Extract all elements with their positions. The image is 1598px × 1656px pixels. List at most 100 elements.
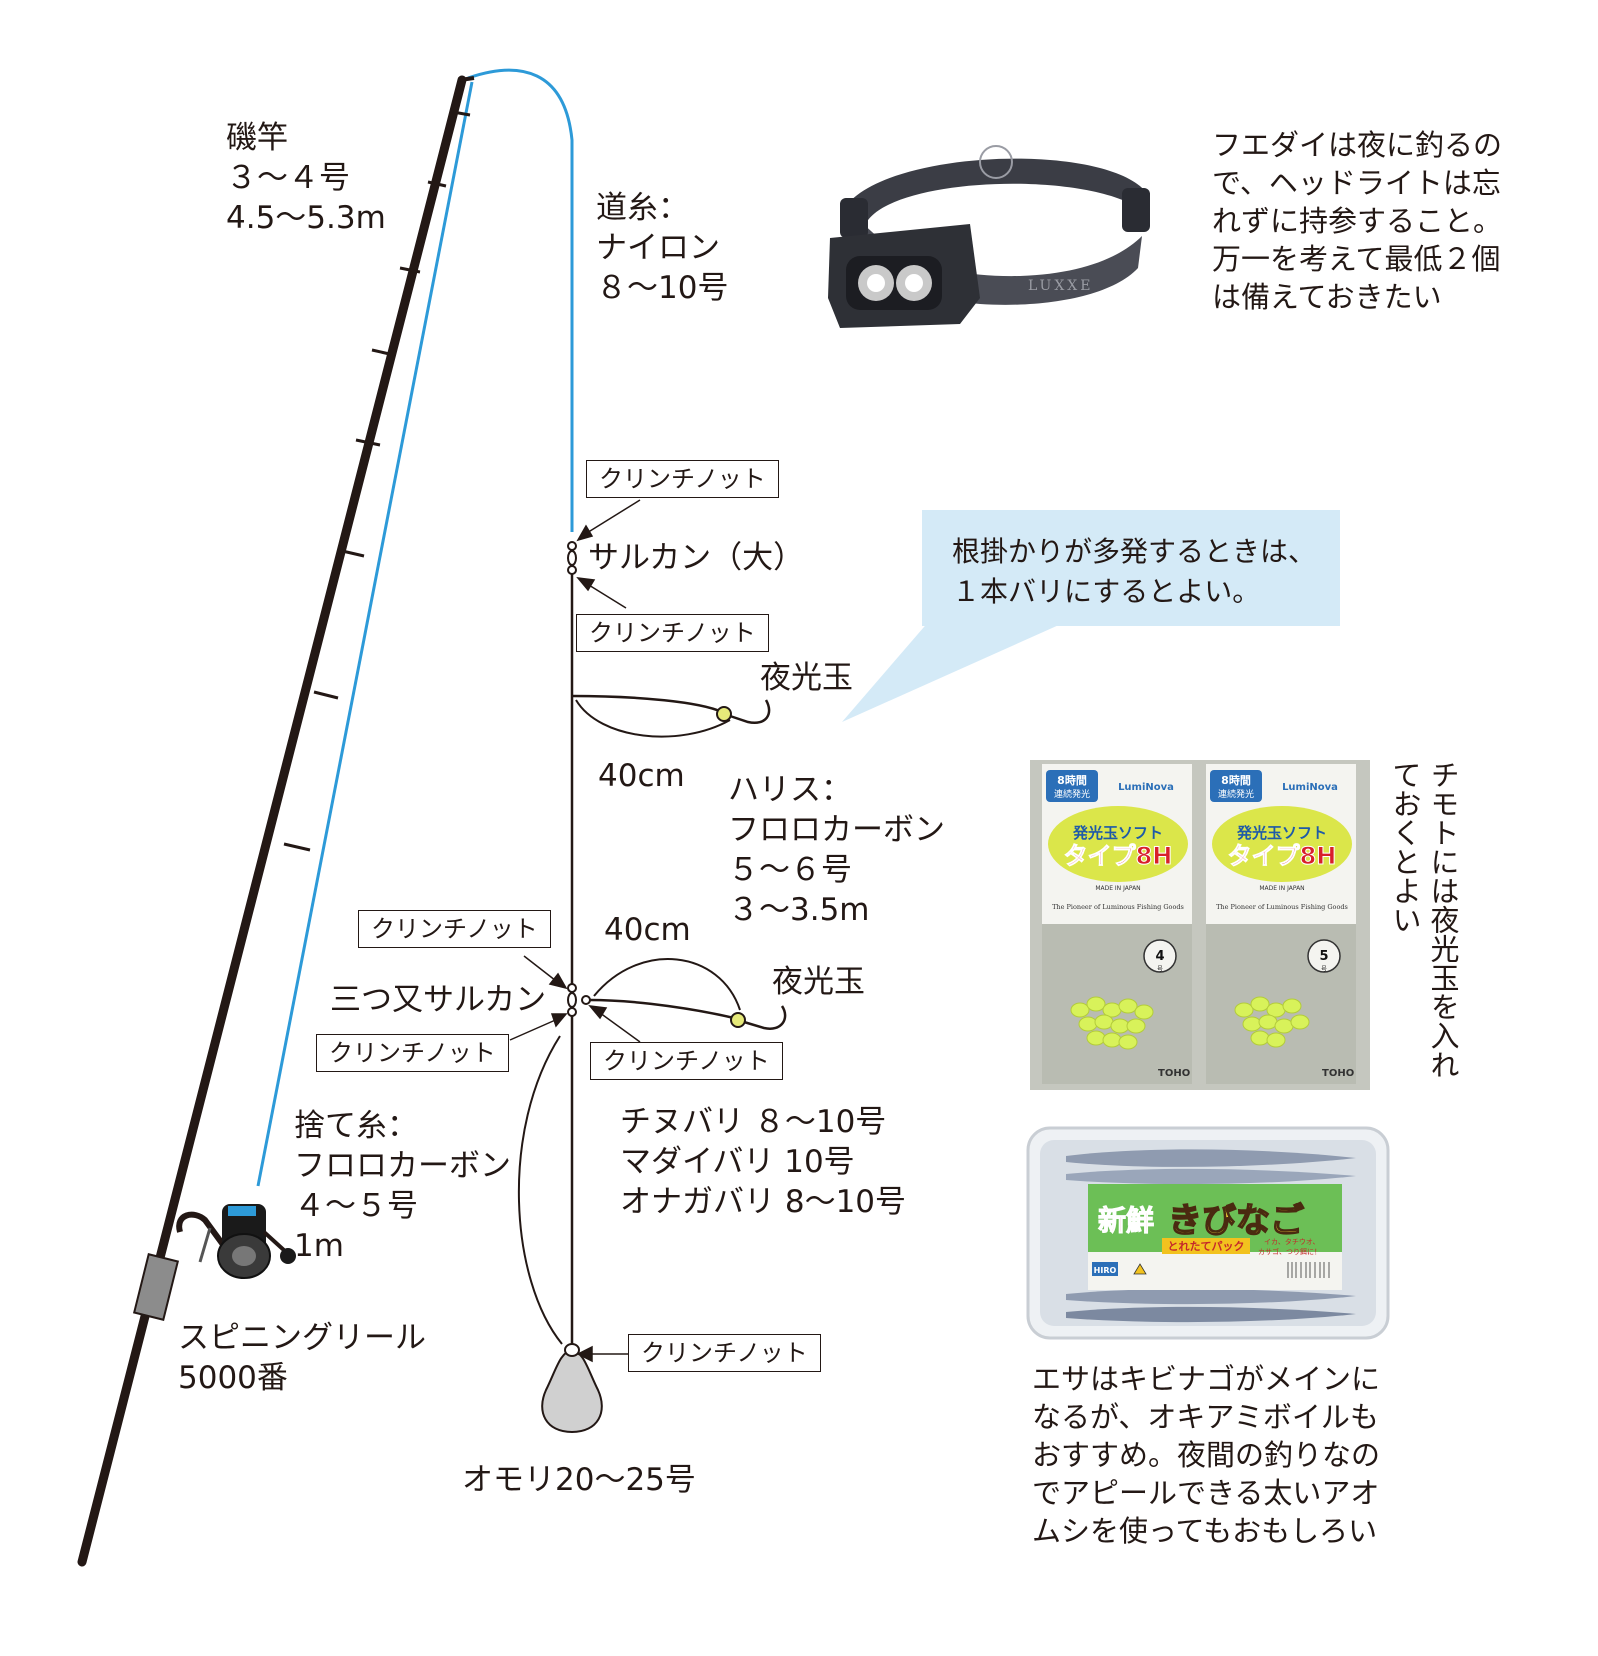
svg-text:TOHO: TOHO — [1158, 1068, 1190, 1079]
rod-label: 磯竿 ３〜４号 4.5〜5.3m — [226, 118, 386, 238]
sinker-icon — [541, 1348, 603, 1434]
svg-text:8時間: 8時間 — [1057, 773, 1087, 787]
sinker-label: オモリ20〜25号 — [462, 1462, 696, 1498]
svg-text:TOHO: TOHO — [1322, 1068, 1354, 1079]
spinning-reel-icon — [176, 1204, 296, 1279]
tip-bubble: 根掛かりが多発するときは、 １本バリにするとよい。 — [922, 510, 1340, 626]
leader-title: ハリス： — [728, 772, 852, 808]
sinker-line-label: 捨て糸： フロロカーボン ４〜５号 1m — [294, 1106, 511, 1266]
svg-text:MADE IN JAPAN: MADE IN JAPAN — [1095, 885, 1140, 892]
svg-text:5: 5 — [1319, 949, 1328, 964]
sinker-line-size: ４〜５号 — [294, 1188, 418, 1224]
glow-bead-upper-icon — [716, 706, 732, 722]
knot-label-4: クリンチノット — [316, 1034, 509, 1072]
bait-note-line-5: ムシを使ってもおもしろい — [1032, 1514, 1378, 1548]
bead-note-line-2: ておくとよい — [1388, 760, 1422, 934]
svg-text:号: 号 — [1321, 966, 1327, 973]
bait-note-line-3: おすすめ。夜間の釣りなの — [1032, 1438, 1381, 1472]
svg-text:The Pioneer of Luminous Fishin: The Pioneer of Luminous Fishing Goods — [1052, 903, 1184, 911]
branch-length-lower: 40cm — [604, 912, 691, 948]
hook-upper-icon — [729, 699, 771, 725]
swivel-large-icon — [567, 541, 577, 575]
svg-text:きびなご: きびなご — [1168, 1201, 1304, 1241]
knot-arrows — [509, 499, 641, 1363]
mainline-material: ナイロン — [596, 230, 720, 266]
headlamp-brand: LUXXE — [1028, 278, 1093, 294]
bubble-tail — [842, 620, 1070, 722]
rod-length: 4.5〜5.3m — [226, 200, 386, 236]
headlight-note-line-1: フエダイは夜に釣るの — [1212, 128, 1503, 162]
headlight-note-line-5: は備えておきたい — [1212, 280, 1442, 314]
triple-swivel-label: 三つ又サルカン — [330, 982, 547, 1018]
bubble-line-2: １本バリにするとよい。 — [952, 575, 1261, 608]
rod-tip — [459, 76, 475, 82]
knot-label-5: クリンチノット — [590, 1042, 783, 1080]
reel-size: 5000番 — [178, 1360, 288, 1396]
fish-rows — [1066, 1149, 1356, 1323]
sinker-line-length: 1m — [294, 1228, 344, 1264]
svg-text:タイプ8H: タイプ8H — [1064, 842, 1173, 870]
upper-branch-line — [571, 694, 723, 714]
knot-label-2: クリンチノット — [576, 614, 769, 652]
bait-note-line-2: なるが、オキアミボイルも — [1032, 1400, 1379, 1434]
mainline-title: 道糸： — [596, 190, 689, 226]
svg-text:とれたてパック: とれたてパック — [1168, 1240, 1245, 1253]
hooks-label: チヌバリ ８〜10号 マダイバリ 10号 オナガバリ 8〜10号 — [620, 1102, 906, 1222]
leader-label: ハリス： フロロカーボン ５〜６号 ３〜3.5m — [728, 770, 945, 930]
lower-branch-line — [589, 998, 735, 1020]
rod-size: ３〜４号 — [226, 160, 350, 196]
svg-text:新鮮: 新鮮 — [1098, 1204, 1154, 1237]
swivel-large-label: サルカン（大） — [588, 540, 805, 576]
svg-text:発光玉ソフト: 発光玉ソフト — [1072, 824, 1163, 842]
rod-name: 磯竿 — [226, 120, 288, 156]
hook-item-1: チヌバリ ８〜10号 — [620, 1104, 887, 1140]
line-along-rod — [256, 81, 474, 1187]
sinker-line-arc — [517, 1035, 563, 1345]
bait-note-line-4: でアピールできる太いアオ — [1032, 1476, 1380, 1510]
reel-name: スピニングリール — [178, 1320, 426, 1356]
glow-bead-lower-icon — [730, 1012, 746, 1028]
svg-text:イカ、タチウオ、: イカ、タチウオ、 — [1264, 1237, 1319, 1246]
headlight-note-line-2: で、ヘッドライトは忘 — [1212, 166, 1501, 200]
main-line — [467, 68, 574, 532]
svg-text:4: 4 — [1155, 949, 1164, 964]
branch-length-upper: 40cm — [598, 758, 685, 794]
glow-bead-lower-label: 夜光玉 — [772, 964, 865, 1000]
svg-text:カサゴ、つり餌に！: カサゴ、つり餌に！ — [1258, 1247, 1321, 1256]
lower-branch-arc — [593, 958, 741, 1011]
headlamp-photo: LUXXE — [828, 145, 1150, 328]
bead-note-line-1: チモトには夜光玉を入れ — [1426, 760, 1460, 1079]
headlight-note: フエダイは夜に釣るの で、ヘッドライトは忘 れずに持参すること。 万一を考えて最… — [1212, 126, 1502, 316]
svg-text:The Pioneer of Luminous Fishin: The Pioneer of Luminous Fishing Goods — [1216, 903, 1348, 911]
glow-bead-upper-label: 夜光玉 — [760, 660, 853, 696]
sinker-line-title: 捨て糸： — [294, 1108, 418, 1144]
rod-grip — [132, 1253, 180, 1321]
svg-text:連続発光: 連続発光 — [1218, 788, 1254, 800]
bead-package-right: 8時間 連続発光 LumiNova 発光玉ソフト タイプ8H MADE IN J… — [1206, 764, 1356, 1084]
svg-text:号: 号 — [1157, 966, 1163, 973]
bait-note: エサはキビナゴがメインに なるが、オキアミボイルも おすすめ。夜間の釣りなの で… — [1032, 1360, 1380, 1550]
bead-note: チモトには夜光玉を入れ ておくとよい — [1386, 760, 1462, 1079]
hook-item-3: オナガバリ 8〜10号 — [620, 1184, 907, 1220]
reel-label: スピニングリール 5000番 — [178, 1318, 426, 1398]
glow-bead-package-photo: 8時間 連続発光 LumiNova 発光玉ソフト タイプ8H MADE IN J… — [1030, 760, 1370, 1090]
sinker-line-material: フロロカーボン — [294, 1148, 511, 1184]
svg-text:タイプ8H: タイプ8H — [1228, 842, 1337, 870]
svg-text:HIRO: HIRO — [1094, 1266, 1117, 1275]
knot-label-1: クリンチノット — [586, 460, 779, 498]
svg-text:MADE IN JAPAN: MADE IN JAPAN — [1259, 885, 1304, 892]
leader-length: ３〜3.5m — [728, 892, 870, 928]
headlight-note-line-3: れずに持参すること。 — [1212, 204, 1503, 238]
mainline-label: 道糸： ナイロン ８〜10号 — [596, 188, 728, 308]
leader-material: フロロカーボン — [728, 812, 945, 848]
triple-swivel-icon — [567, 983, 591, 1017]
headlight-note-line-4: 万一を考えて最低２個 — [1212, 242, 1501, 276]
svg-text:LumiNova: LumiNova — [1282, 782, 1338, 793]
svg-text:連続発光: 連続発光 — [1054, 788, 1090, 800]
svg-text:8時間: 8時間 — [1221, 773, 1251, 787]
upper-branch-arc — [575, 699, 731, 738]
leader-size: ５〜６号 — [728, 852, 852, 888]
knot-label-6: クリンチノット — [628, 1334, 821, 1372]
